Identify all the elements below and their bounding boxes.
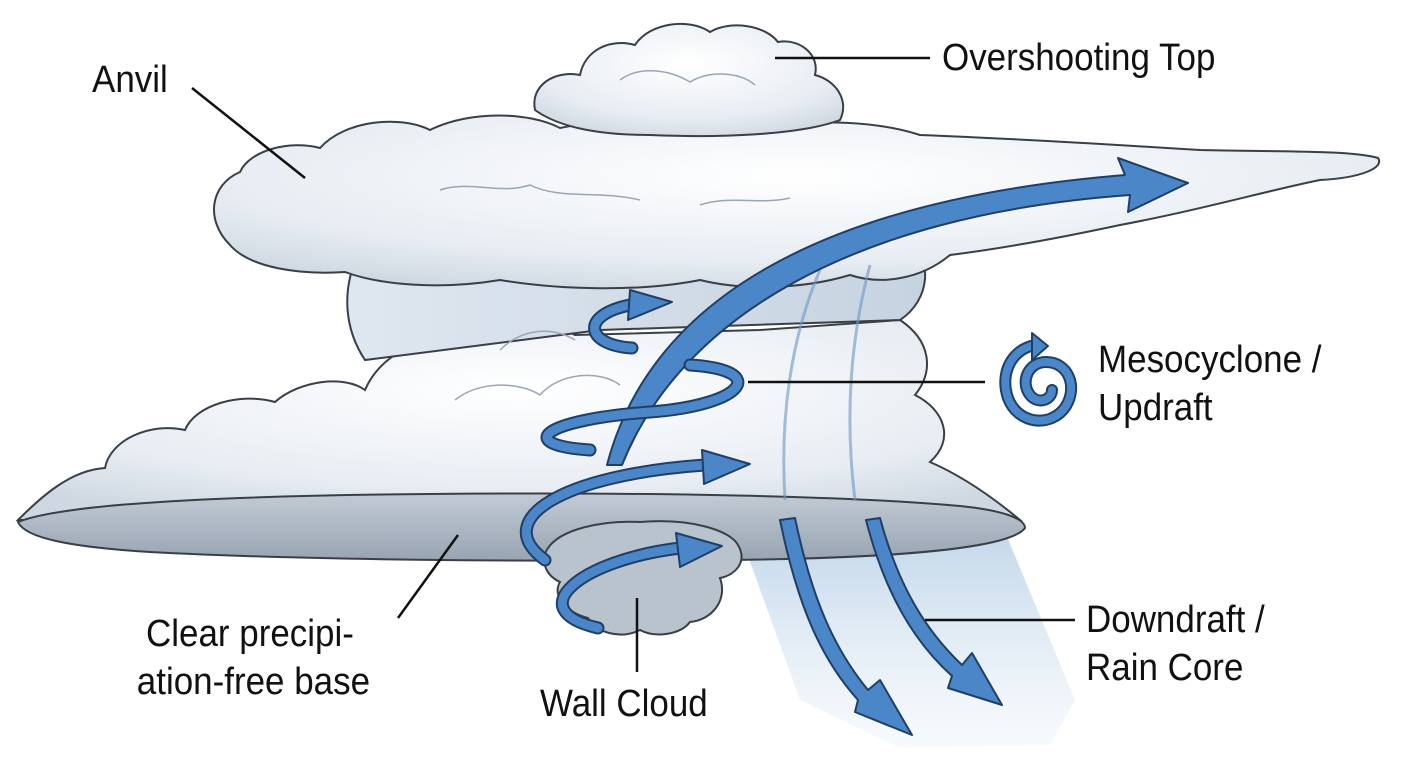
downdraft-arrows	[779, 517, 1003, 736]
label-mesocyclone-line1: Mesocyclone /	[1098, 339, 1322, 381]
label-mesocyclone-line2: Updraft	[1098, 387, 1213, 429]
mesocyclone-spiral-arrows	[519, 289, 751, 635]
label-downdraft: Downdraft / Rain Core	[1086, 596, 1265, 692]
lower-cloud-mass	[15, 318, 1023, 521]
leader-base	[396, 534, 460, 619]
label-anvil: Anvil	[92, 56, 168, 104]
label-anvil-text: Anvil	[92, 59, 168, 101]
label-base: Clear precipi- ation-free base	[137, 610, 370, 706]
cloud-detail-lines	[439, 69, 791, 401]
label-downdraft-line2: Rain Core	[1086, 647, 1244, 689]
label-wall-cloud: Wall Cloud	[540, 680, 708, 728]
label-overshooting-top-text: Overshooting Top	[942, 37, 1216, 79]
overshooting-top-cloud	[533, 22, 845, 138]
label-wall-cloud-text: Wall Cloud	[540, 683, 708, 725]
leader-lines	[191, 56, 1075, 672]
leader-anvil	[191, 87, 306, 179]
anvil-cloud	[213, 114, 1381, 290]
label-overshooting-top: Overshooting Top	[942, 34, 1215, 82]
label-base-line1: Clear precipi-	[146, 613, 354, 655]
label-mesocyclone: Mesocyclone / Updraft	[1098, 336, 1321, 432]
label-base-line2: ation-free base	[136, 661, 371, 703]
label-downdraft-line1: Downdraft /	[1086, 599, 1265, 641]
main-updraft-arrow	[606, 157, 1189, 466]
spiral-arrow-icon	[999, 332, 1078, 427]
